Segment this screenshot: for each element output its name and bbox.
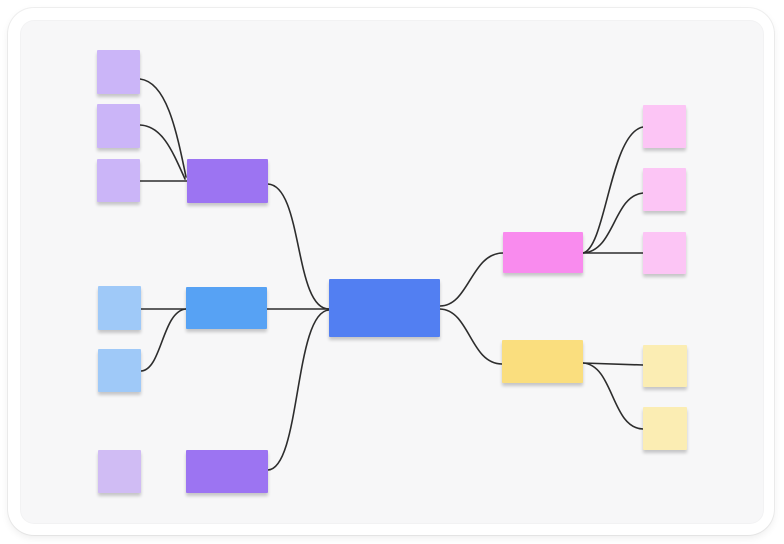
mindmap-node-leaf-lavender-4[interactable] [98, 450, 141, 493]
mindmap-node-leaf-lightblue-1[interactable] [98, 286, 141, 330]
mindmap-node-leaf-yellow-2[interactable] [643, 407, 687, 450]
mindmap-node-leaf-lightblue-2[interactable] [98, 349, 141, 392]
mindmap-node-branch-purple-bottom[interactable] [186, 450, 268, 493]
mindmap-node-leaf-pink-1[interactable] [643, 105, 686, 148]
mindmap-node-leaf-pink-3[interactable] [643, 232, 686, 274]
mindmap-node-leaf-lavender-3[interactable] [97, 159, 140, 202]
mindmap-node-leaf-yellow-1[interactable] [643, 345, 687, 387]
mindmap-node-leaf-pink-2[interactable] [643, 168, 686, 211]
mindmap-node-branch-yellow[interactable] [502, 340, 583, 383]
mindmap-node-leaf-lavender-1[interactable] [97, 50, 140, 94]
mindmap-node-hub[interactable] [329, 279, 440, 337]
mindmap-node-leaf-lavender-2[interactable] [97, 104, 140, 148]
mindmap-node-branch-pink[interactable] [503, 232, 583, 273]
mindmap-node-branch-purple-top[interactable] [187, 159, 268, 203]
mindmap-node-branch-blue-mid[interactable] [186, 287, 267, 329]
